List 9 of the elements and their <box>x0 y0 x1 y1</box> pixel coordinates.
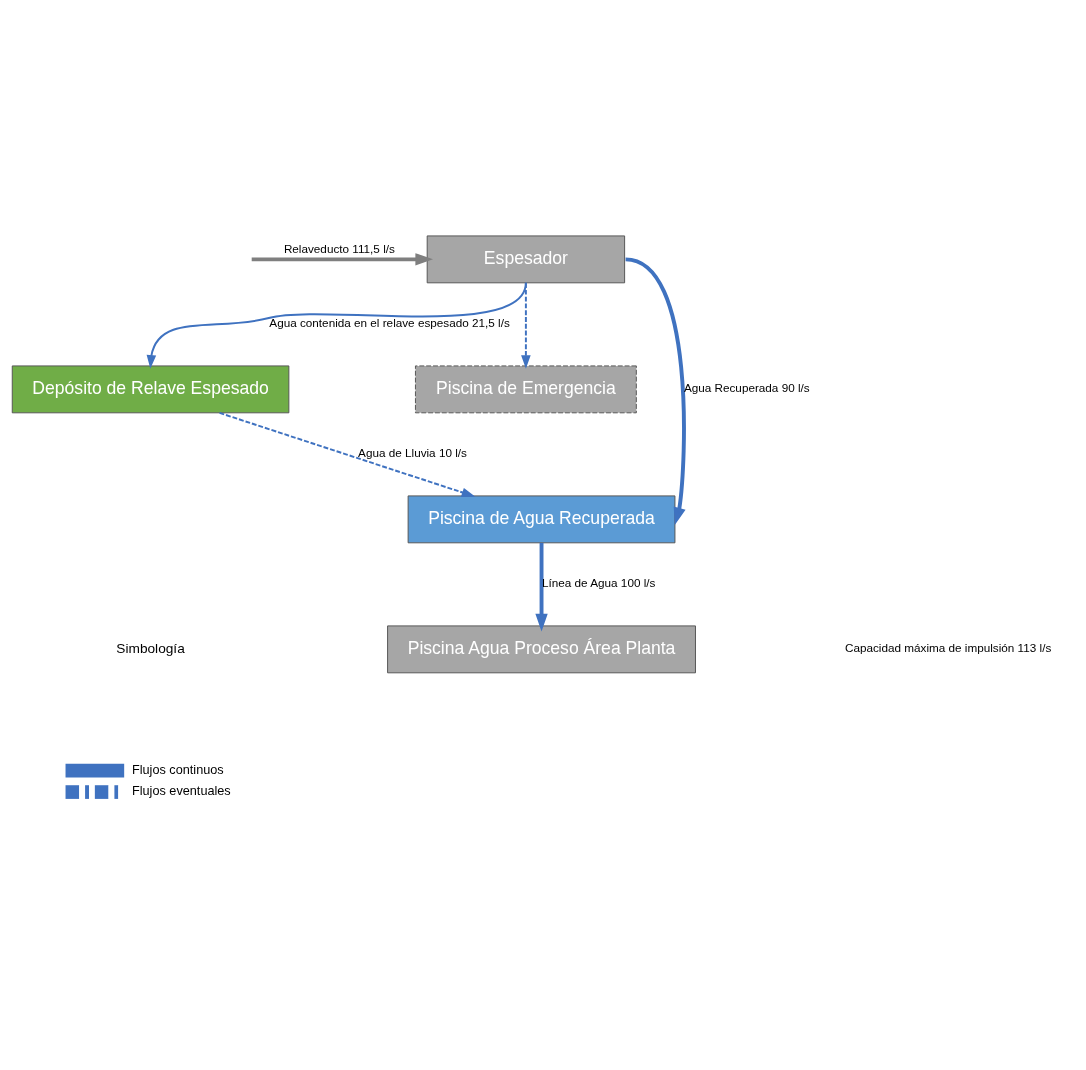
edge-label: Agua Recuperada 90 l/s <box>683 381 810 395</box>
edge-label: Línea de Agua 100 l/s <box>542 576 656 590</box>
label: Simbología <box>116 640 185 656</box>
legend-label: Flujos eventuales <box>132 784 231 799</box>
edge-label: Agua contenida en el relave espesado 21,5 l/s <box>269 316 510 330</box>
edge-label: Agua de Lluvia 10 l/s <box>358 446 467 460</box>
edge-label: Relaveducto 111,5 l/s <box>283 242 395 256</box>
label: Capacidad máxima de impulsión 113 l/s <box>845 641 1052 655</box>
legend-label: Flujos continuos <box>132 762 224 777</box>
